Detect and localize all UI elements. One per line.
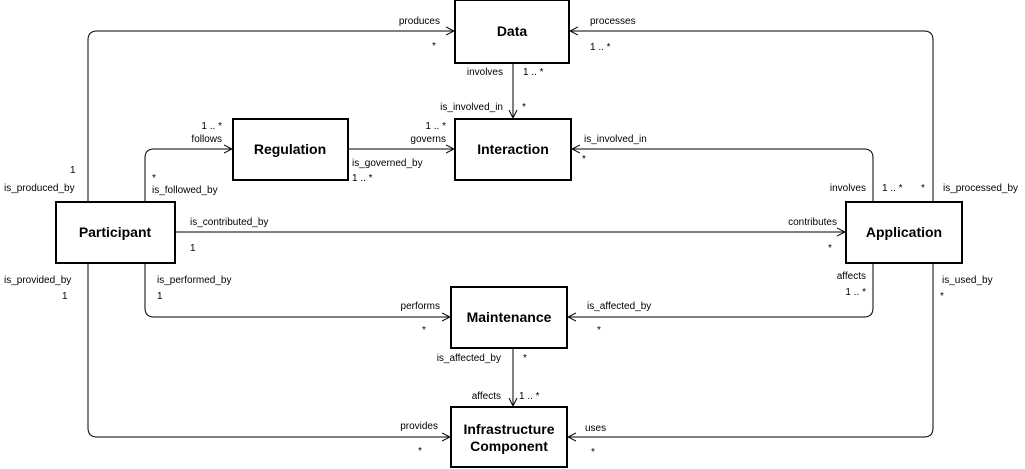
card-application-affects: 1 .. *: [845, 287, 866, 298]
label-follows: follows: [191, 134, 222, 145]
label-provides: provides: [400, 421, 438, 432]
card-uses: *: [591, 447, 595, 458]
entity-infrastructure-label-line1: Infrastructure: [463, 421, 554, 437]
label-maintenance-affects: affects: [472, 391, 501, 402]
card-data-involves: 1 .. *: [523, 67, 544, 78]
card-is-involved-in-application: *: [582, 154, 586, 165]
card-performs: *: [422, 325, 426, 336]
entity-interaction-label: Interaction: [477, 141, 549, 157]
card-is-used-by: *: [940, 291, 944, 302]
label-uses: uses: [585, 423, 606, 434]
entity-application[interactable]: Application: [845, 201, 963, 264]
card-is-followed-by: *: [152, 173, 156, 184]
card-is-produced-by: 1: [70, 165, 76, 176]
label-is-governed-by: is_governed_by: [352, 158, 423, 169]
entity-application-label: Application: [866, 224, 942, 240]
card-governs: 1 .. *: [425, 121, 446, 132]
entity-maintenance[interactable]: Maintenance: [450, 286, 568, 349]
card-contributes: *: [828, 243, 832, 254]
entity-infrastructure-component[interactable]: Infrastructure Component: [450, 406, 568, 468]
label-is-affected-by-maintenance: is_affected_by: [437, 353, 501, 364]
entity-data[interactable]: Data: [454, 0, 570, 64]
card-is-governed-by: 1 .. *: [352, 173, 373, 184]
edge-participant-data: [88, 31, 454, 201]
card-is-contributed-by: 1: [190, 243, 196, 254]
label-is-contributed-by: is_contributed_by: [190, 217, 268, 228]
edge-participant-infrastructure: [88, 264, 450, 437]
card-is-performed-by: 1: [157, 291, 163, 302]
label-processes: processes: [590, 16, 636, 27]
label-is-affected-by-application: is_affected_by: [587, 301, 651, 312]
label-governs: governs: [410, 134, 446, 145]
label-is-used-by: is_used_by: [942, 275, 993, 286]
entity-participant-label: Participant: [79, 224, 152, 240]
entity-interaction[interactable]: Interaction: [454, 118, 572, 181]
edge-application-data: [570, 31, 933, 201]
card-maintenance-affects: 1 .. *: [519, 391, 540, 402]
label-is-involved-in-data: is_involved_in: [440, 102, 503, 113]
entity-regulation[interactable]: Regulation: [232, 118, 349, 181]
entity-maintenance-label: Maintenance: [467, 309, 552, 325]
entity-participant[interactable]: Participant: [55, 201, 176, 264]
entity-infrastructure-label-line2: Component: [470, 438, 548, 454]
label-is-followed-by: is_followed_by: [152, 185, 218, 196]
card-is-provided-by: 1: [62, 291, 68, 302]
entity-data-label: Data: [497, 23, 528, 39]
card-follows: 1 .. *: [201, 121, 222, 132]
card-is-affected-by-maintenance: *: [523, 353, 527, 364]
label-is-involved-in-application: is_involved_in: [584, 134, 647, 145]
card-produces: *: [432, 41, 436, 52]
card-is-affected-by-application: *: [597, 325, 601, 336]
label-application-involves: involves: [830, 183, 866, 194]
label-produces: produces: [399, 16, 440, 27]
card-application-involves: 1 .. *: [882, 183, 903, 194]
label-is-processed-by: is_processed_by: [943, 183, 1018, 194]
label-is-produced-by: is_produced_by: [4, 183, 75, 194]
label-application-affects: affects: [837, 271, 866, 282]
label-contributes: contributes: [788, 217, 837, 228]
card-is-involved-in-data: *: [522, 102, 526, 113]
edge-application-infrastructure: [568, 264, 933, 437]
edge-application-interaction: [572, 149, 873, 201]
label-is-performed-by: is_performed_by: [157, 275, 231, 286]
label-data-involves: involves: [467, 67, 503, 78]
card-provides: *: [418, 446, 422, 457]
label-is-provided-by: is_provided_by: [4, 275, 71, 286]
card-processes: 1 .. *: [590, 42, 611, 53]
entity-regulation-label: Regulation: [254, 141, 326, 157]
card-is-processed-by: *: [921, 183, 925, 194]
label-performs: performs: [401, 301, 440, 312]
edge-participant-regulation: [145, 149, 232, 201]
